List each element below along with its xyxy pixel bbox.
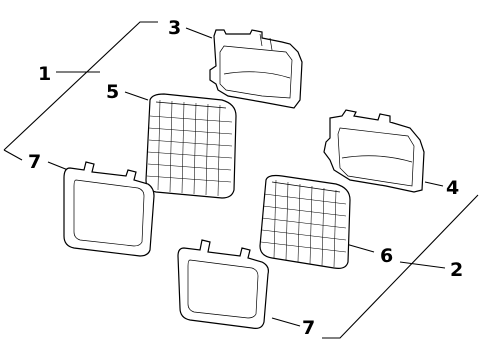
bracket-left [3,21,158,151]
bracket-right [322,194,479,339]
leader-7a-start [3,149,23,161]
callout-5: 5 [106,81,119,103]
lens-grid-6 [260,179,347,268]
callout-4: 4 [446,177,459,199]
part-7-ring-bottom [177,239,269,329]
callout-7-left: 7 [28,151,41,173]
lens-grid-5 [146,99,233,197]
leader-6 [345,243,375,253]
bracket-lines [3,21,479,339]
part-3-housing [209,29,303,109]
leader-7b [271,317,301,327]
callout-7-bottom: 7 [302,317,315,339]
part-6-sealed-beam [259,174,351,269]
part-7-ring-left [63,161,155,257]
leader-2 [399,261,446,269]
callout-1: 1 [38,63,51,85]
leader-3 [185,27,213,39]
callout-6: 6 [380,245,393,267]
part-5-sealed-beam [145,93,237,199]
leader-4 [424,181,444,187]
leader-5 [124,91,149,101]
leader-7a [47,161,69,171]
callout-3: 3 [168,17,181,39]
callout-labels: 3 1 5 7 4 6 2 7 [28,17,463,339]
part-4-housing [323,109,425,193]
callout-2: 2 [450,259,463,281]
